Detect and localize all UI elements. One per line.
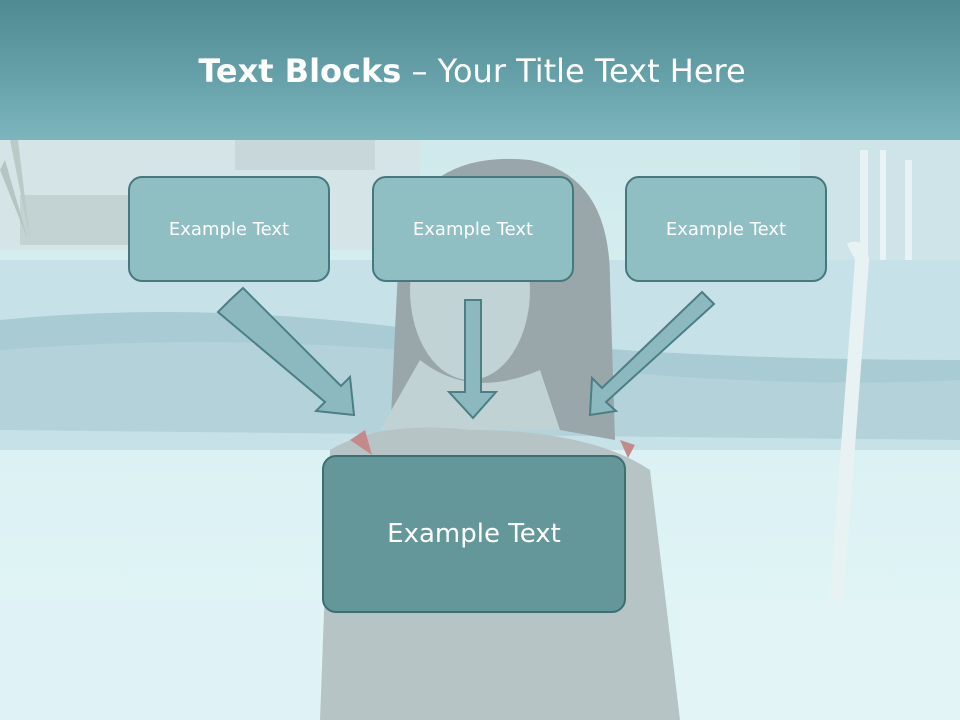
text-block-top-center-label: Example Text: [412, 218, 534, 240]
arrow-left: [216, 286, 356, 417]
title-band: [0, 0, 960, 140]
text-block-top-left-label: Example Text: [168, 218, 290, 240]
text-block-top-left: Example Text: [128, 176, 330, 282]
title-dash: –: [401, 52, 438, 90]
text-block-top-right: Example Text: [625, 176, 827, 282]
text-block-bottom-label: Example Text: [387, 519, 561, 549]
text-block-bottom: Example Text: [322, 455, 626, 613]
text-block-top-center: Example Text: [372, 176, 574, 282]
arrow-center: [446, 299, 499, 420]
title-rest: Your Title Text Here: [437, 52, 746, 90]
arrow-right: [588, 290, 716, 417]
text-block-top-right-label: Example Text: [665, 218, 787, 240]
slide-title: Text Blocks – Your Title Text Here: [0, 52, 944, 90]
title-bold: Text Blocks: [198, 52, 402, 90]
